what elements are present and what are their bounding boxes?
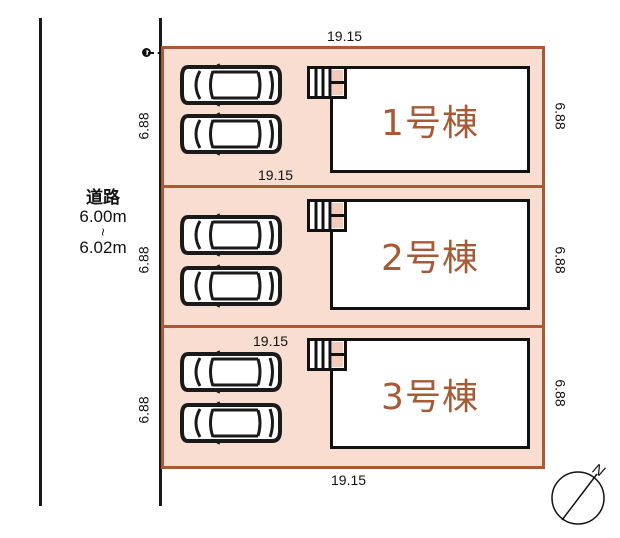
- dimension-lot3-depth-right: 6.88: [552, 379, 569, 407]
- road-title: 道路: [86, 188, 120, 207]
- lot-border-bottom: [161, 466, 545, 469]
- road-range-separator: ~: [95, 227, 111, 237]
- entrance-steps-icon: [307, 338, 347, 371]
- building-1[interactable]: 1号棟: [330, 66, 530, 173]
- road-edge-left-line: [39, 18, 42, 506]
- lot-border-top: [161, 46, 545, 49]
- dimension-lot2-depth-left: 6.88: [135, 246, 152, 274]
- road-width-max: 6.02m: [79, 238, 127, 257]
- building-3-label: 3号棟: [381, 376, 479, 418]
- building-1-label: 1号棟: [381, 102, 479, 144]
- north-arrow-icon: [551, 471, 605, 525]
- parking-car-icon: [180, 63, 282, 107]
- dimension-lot3-inner-width: 19.15: [253, 333, 289, 349]
- dimension-lot1-inner-width: 19.15: [258, 167, 294, 183]
- road-edge-right-line: [159, 18, 162, 506]
- parking-car-icon: [180, 401, 282, 445]
- lot-divider-2-3: [161, 325, 545, 328]
- lot-divider-1-2: [161, 185, 545, 188]
- road-label: 道路 6.00m ~ 6.02m: [62, 188, 144, 257]
- entrance-steps-icon: [307, 66, 347, 99]
- building-3[interactable]: 3号棟: [330, 338, 530, 449]
- parking-car-icon: [180, 264, 282, 308]
- dimension-lot3-depth-left: 6.88: [135, 396, 152, 424]
- parking-car-icon: [180, 213, 282, 257]
- building-2-label: 2号棟: [381, 237, 479, 279]
- dimension-lot1-depth-left: 6.88: [135, 112, 152, 140]
- road-width-min: 6.00m: [79, 207, 127, 226]
- entrance-steps-icon: [307, 199, 347, 232]
- dimension-bottom-width: 19.15: [331, 472, 367, 488]
- dimension-lot1-depth-right: 6.88: [552, 102, 569, 130]
- building-2[interactable]: 2号棟: [330, 199, 530, 310]
- parking-car-icon: [180, 112, 282, 156]
- parking-car-icon: [180, 350, 282, 394]
- dimension-lot2-depth-right: 6.88: [552, 246, 569, 274]
- dimension-top-width: 19.15: [327, 28, 363, 44]
